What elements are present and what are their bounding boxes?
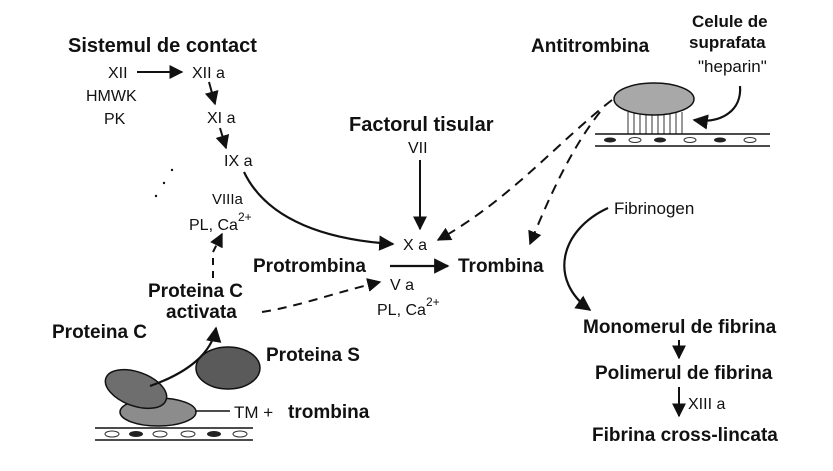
tissue-factor-title: Factorul tisular [349,114,494,136]
prothrombin: Protrombina [253,256,366,277]
tm-label: TM + [234,403,273,422]
cell-membrane-right [595,133,770,147]
contact-system-title: Sistemul de contact [68,35,257,57]
arrow-xiia-to-xia [204,81,219,106]
viiia-pl-ca: PL, Ca [189,217,238,234]
inhibition-apc-to-va [261,278,382,313]
viiia-ca-superscript: 2+ [238,210,252,224]
crosslinked-fibrin-label: Fibrina cross-lincata [592,425,778,446]
inhibition-antithrombin-to-thrombin [528,111,601,246]
va-pl-ca: PL, Ca [377,302,426,319]
protein-c-label: Proteina C [52,322,147,343]
arrow-complex-to-apc [149,326,222,388]
arrow-fibrinogen-to-monomer [563,207,609,311]
fibrin-monomer-label: Monomerul de fibrina [583,317,777,338]
factor-xiia: XII a [192,65,225,82]
factor-xiiia: XIII a [688,396,725,413]
surface-cells-line3: "heparin" [698,57,767,76]
arrow-xia-to-ixa [215,127,230,150]
va-ca-superscript: 2+ [426,295,440,309]
arrow-heparin-to-antithrombin [692,85,742,130]
factor-vii: VII [408,140,428,157]
protein-c-shape [104,368,168,410]
pk: PK [104,111,126,128]
inhibition-apc-to-viiia [210,232,223,278]
thrombin: Trombina [458,256,544,277]
surface-cells-line2: suprafata [689,33,766,52]
fibrin-polymer-label: Polimerul de fibrina [595,363,773,384]
factor-ixa: IX a [224,153,253,170]
factor-va: V a [390,277,414,294]
cell-membrane-left [95,427,253,441]
protein-s-shape [195,346,261,390]
fibrinogen-label: Fibrinogen [614,199,694,218]
factor-xii: XII [108,65,128,82]
protein-s-label: Proteina S [266,345,360,366]
inhibition-antithrombin-to-xa [436,99,613,241]
surface-cells-line1: Celule de [692,12,768,31]
diagonal-dots [154,168,174,198]
factor-xia: XI a [207,110,236,127]
tm-thrombin-label: trombina [288,402,370,423]
activated-protein-c-line2: activata [166,302,237,323]
activated-protein-c-line1: Proteina C [148,281,243,302]
antithrombin-label: Antitrombina [531,36,650,57]
antithrombin-shape [613,82,695,116]
factor-xa: X a [403,237,427,254]
arrow-ixa-to-xa [243,171,395,251]
factor-viiia: VIIIa [212,191,244,208]
hmwk: HMWK [86,88,137,105]
